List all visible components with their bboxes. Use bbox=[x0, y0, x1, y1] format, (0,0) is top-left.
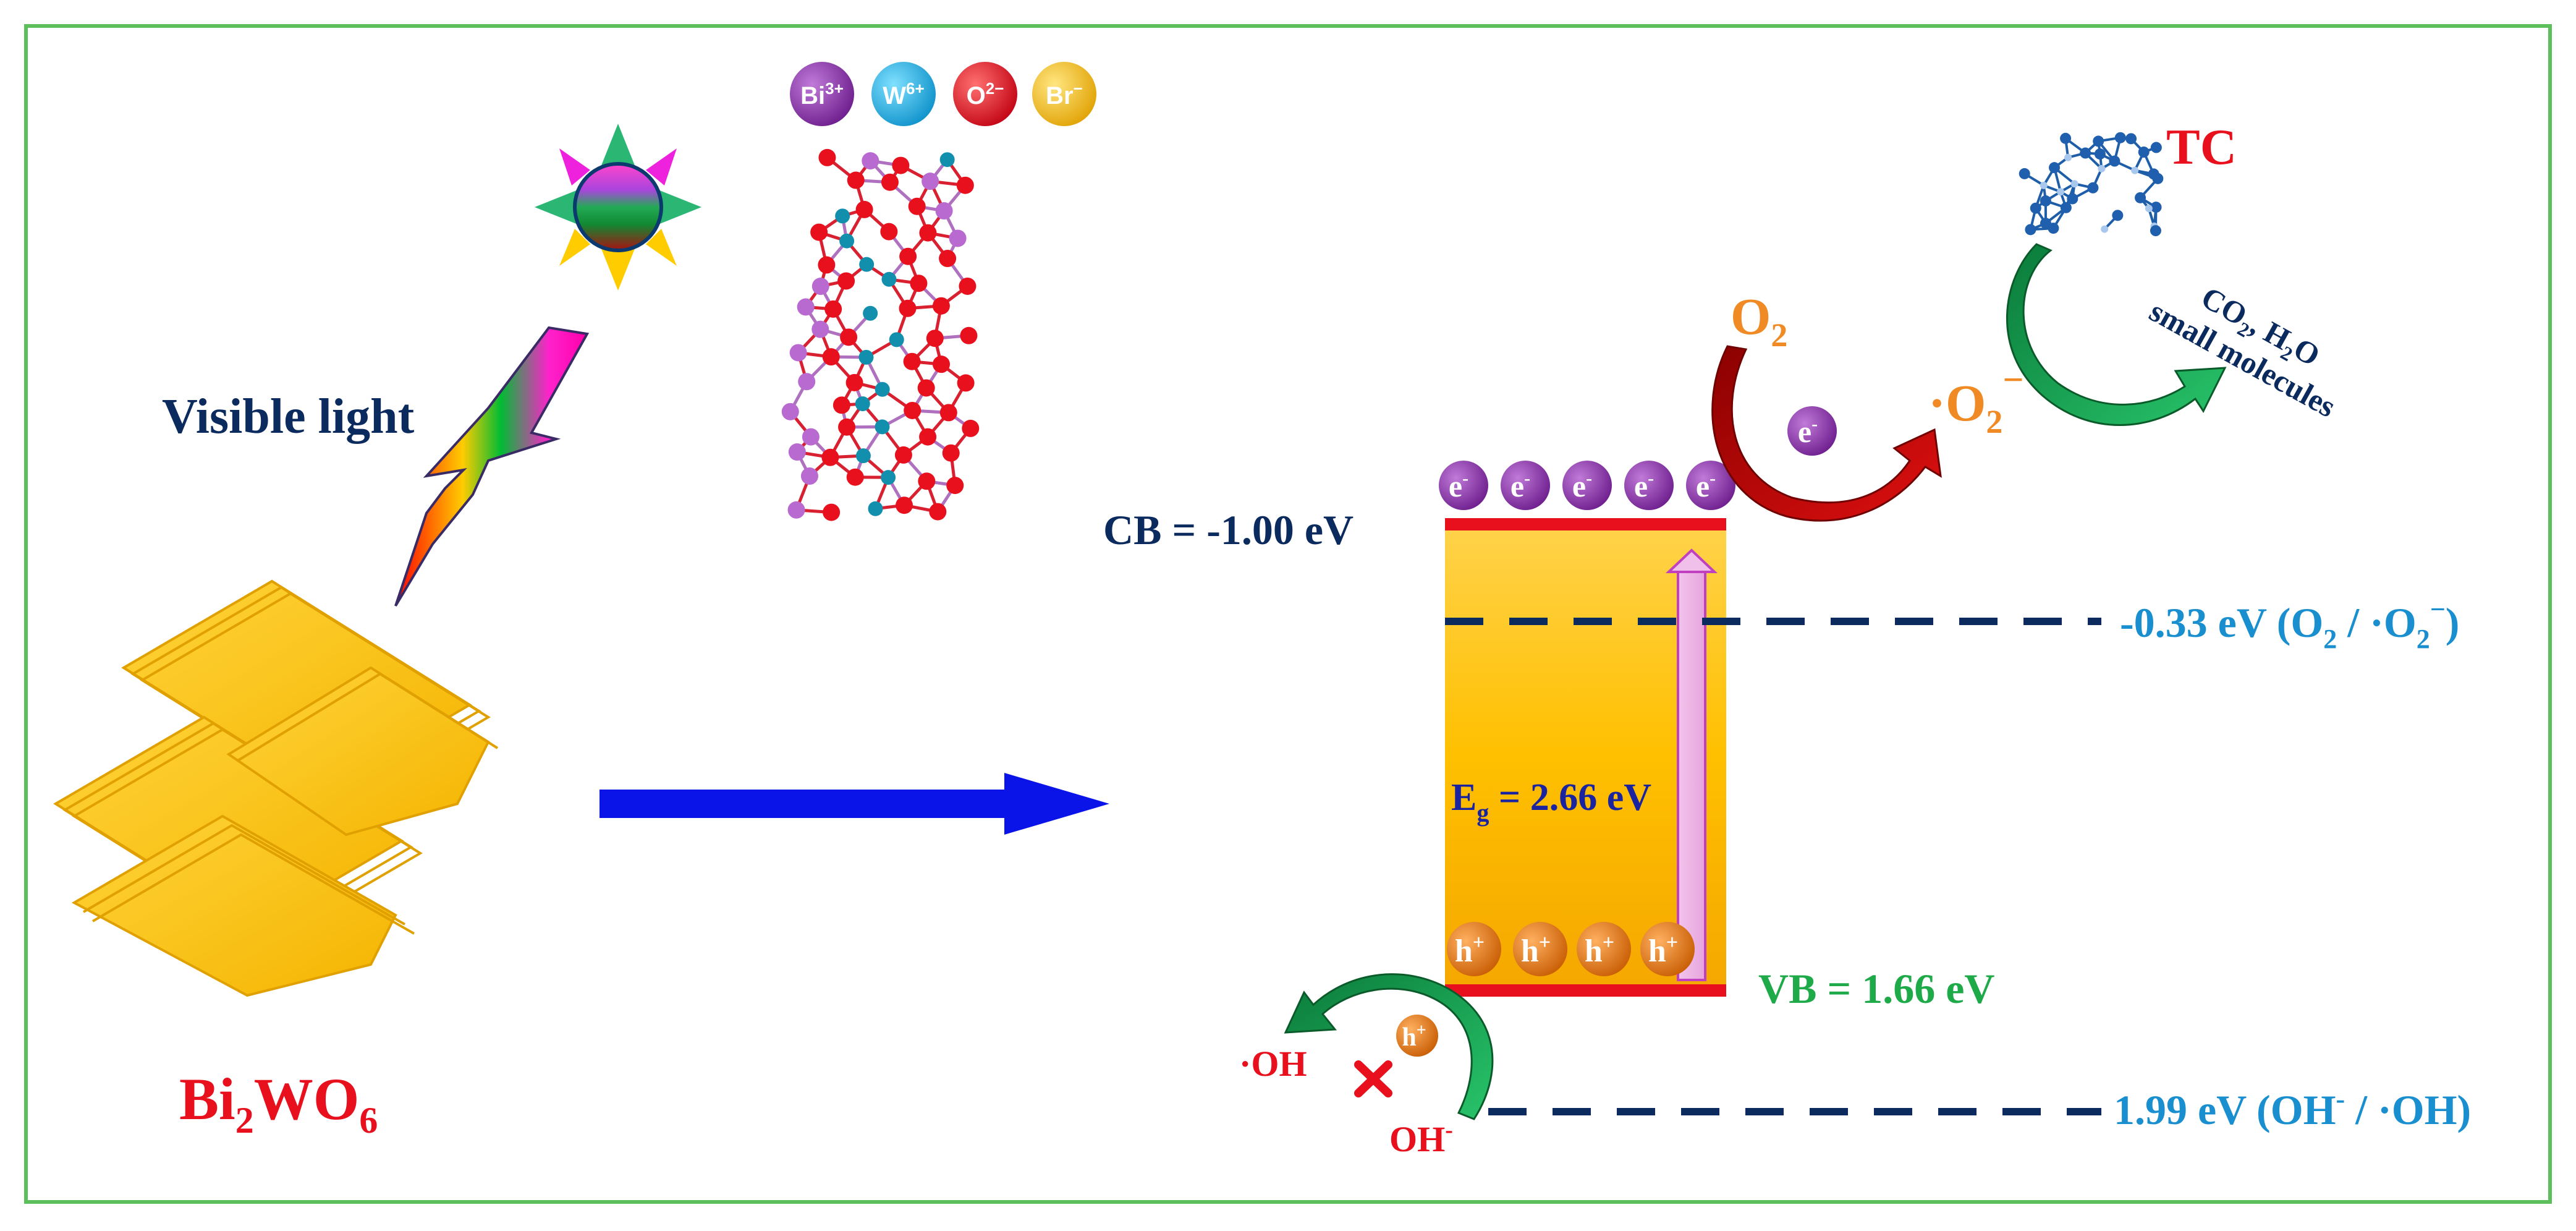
conduction-band-line bbox=[1445, 518, 1726, 530]
conduction-band-label: CB = -1.00 eV bbox=[1103, 506, 1354, 553]
transfer-electron: e- bbox=[1787, 406, 1837, 456]
sun-icon bbox=[535, 124, 701, 291]
tc-molecule-image bbox=[2019, 132, 2164, 236]
oh-ion-label: OH- bbox=[1389, 1117, 1453, 1159]
crystal-structure-image bbox=[782, 149, 980, 521]
oh-radical-label: ·OH bbox=[1239, 1044, 1307, 1084]
nanosheets-illustration bbox=[56, 581, 498, 995]
ion-bi: Bi3+ bbox=[790, 62, 854, 126]
ion-legend: Bi3+ W6+ O2− Br− bbox=[790, 62, 1096, 126]
o2-potential-label: -0.33 eV (O2 / ·O2−) bbox=[2120, 594, 2459, 654]
visible-light-label: Visible light bbox=[162, 390, 415, 444]
electron-particle: e- bbox=[1501, 461, 1550, 510]
catalyst-label: Bi2WO6 bbox=[179, 1066, 378, 1141]
oxidation-hole: h+ bbox=[1396, 1015, 1438, 1057]
ion-w: W6+ bbox=[871, 62, 936, 126]
lightning-bolt-icon bbox=[396, 328, 587, 606]
valence-band-line bbox=[1445, 984, 1726, 997]
blocked-cross-icon bbox=[1358, 1065, 1388, 1093]
hole-particle: h+ bbox=[1447, 922, 1501, 976]
superoxide-label: ·O2− bbox=[1928, 359, 2024, 440]
electron-particle: e- bbox=[1562, 461, 1612, 510]
hole-particle: h+ bbox=[1577, 922, 1631, 976]
tc-label: TC bbox=[2166, 119, 2237, 175]
ion-o: O2− bbox=[953, 62, 1017, 126]
oh-potential-label: 1.99 eV (OH- / ·OH) bbox=[2114, 1084, 2471, 1133]
process-arrow bbox=[600, 773, 1109, 835]
electron-particle: e- bbox=[1624, 461, 1674, 510]
valence-band-label: VB = 1.66 eV bbox=[1758, 965, 1995, 1012]
o2-label: O2 bbox=[1731, 288, 1787, 354]
band-gap-diagram: Eg = 2.66 eV e- e- e- e- e- h+ h+ h+ h+ bbox=[1439, 461, 1735, 997]
hole-particle: h+ bbox=[1513, 922, 1567, 976]
hole-particle: h+ bbox=[1640, 922, 1695, 976]
electron-row: e- e- e- e- e- bbox=[1439, 461, 1735, 510]
electron-particle: e- bbox=[1439, 461, 1488, 510]
ion-br: Br− bbox=[1032, 62, 1096, 126]
